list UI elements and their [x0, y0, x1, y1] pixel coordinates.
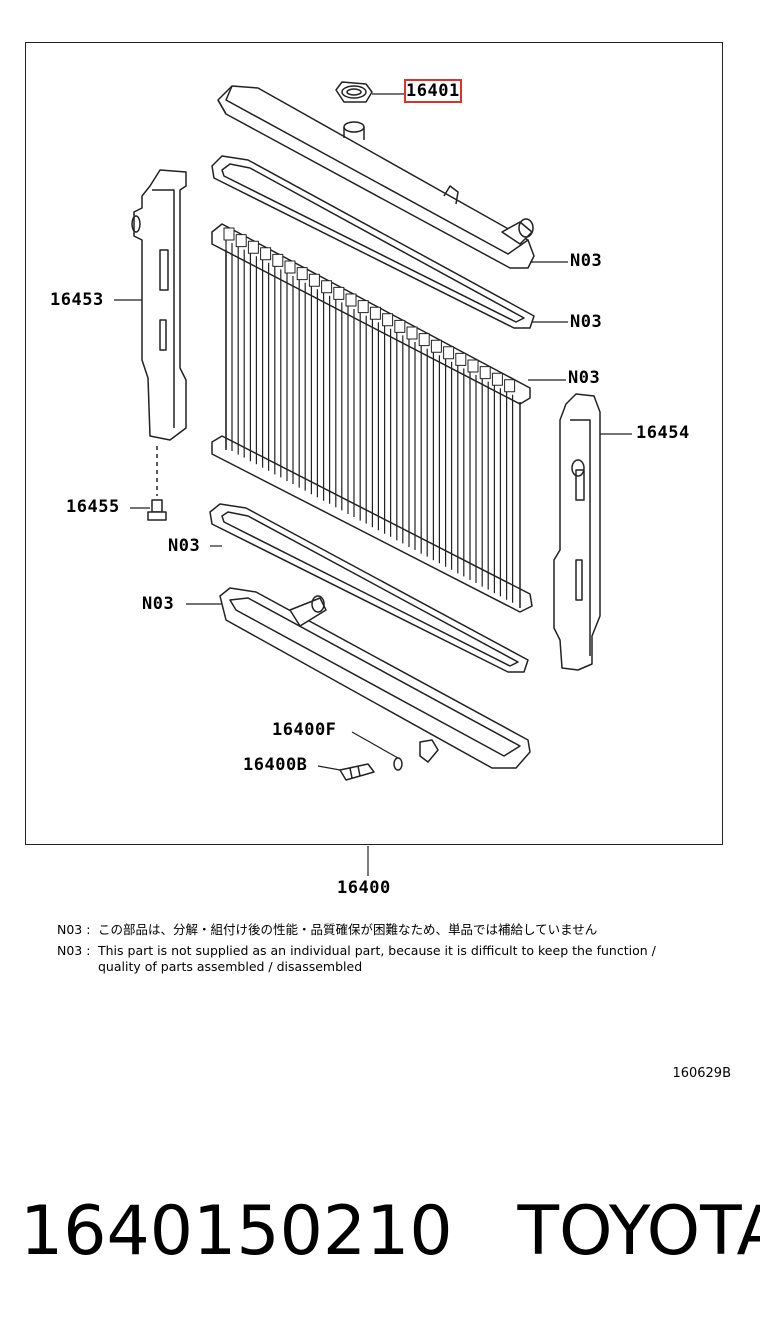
diagram-code: 160629B	[672, 1066, 731, 1081]
part-number: 1640150210	[20, 1192, 453, 1271]
bolt-part[interactable]	[147, 446, 167, 521]
callout-n03-upper-gasket[interactable]: N03	[570, 312, 603, 332]
lower-gasket-part	[209, 503, 529, 673]
brand-name: TOYOTA	[517, 1192, 760, 1271]
callout-n03-upper-tank[interactable]: N03	[570, 251, 603, 271]
callout-16455[interactable]: 16455	[66, 497, 120, 517]
radiator-cap-part[interactable]	[335, 81, 373, 103]
drain-cock-plug-part[interactable]	[339, 763, 375, 781]
note-text-jp: この部品は、分解・組付け後の性能・品質確保が困難なため、単品では補給していません	[98, 922, 598, 937]
lower-tank-part	[219, 587, 531, 769]
callout-16454[interactable]: 16454	[636, 423, 690, 443]
callout-16400b[interactable]: 16400B	[243, 755, 308, 775]
o-ring-part[interactable]	[393, 757, 403, 771]
upper-tank-part	[217, 85, 535, 269]
radiator-core-fins	[223, 227, 516, 603]
note-code-en: N03 :	[57, 943, 91, 958]
left-side-support-part[interactable]	[131, 169, 187, 441]
note-text-en: This part is not supplied as an individu…	[98, 943, 656, 958]
callout-16400[interactable]: 16400	[337, 878, 391, 898]
note-text-en-cont: quality of parts assembled / disassemble…	[98, 959, 363, 974]
leader-lines	[114, 93, 632, 876]
callout-n03-lower-gasket[interactable]: N03	[168, 536, 201, 556]
callout-n03-lower-tank[interactable]: N03	[142, 594, 175, 614]
footer-title: 1640150210 TOYOTA	[20, 1192, 760, 1272]
right-side-support-part[interactable]	[553, 393, 601, 671]
callout-16453[interactable]: 16453	[50, 290, 104, 310]
diagram-frame	[25, 42, 723, 845]
callout-n03-core[interactable]: N03	[568, 368, 601, 388]
callout-16401[interactable]: 16401	[404, 79, 462, 103]
callout-16400f[interactable]: 16400F	[272, 720, 337, 740]
note-code-jp: N03 :	[57, 922, 91, 937]
